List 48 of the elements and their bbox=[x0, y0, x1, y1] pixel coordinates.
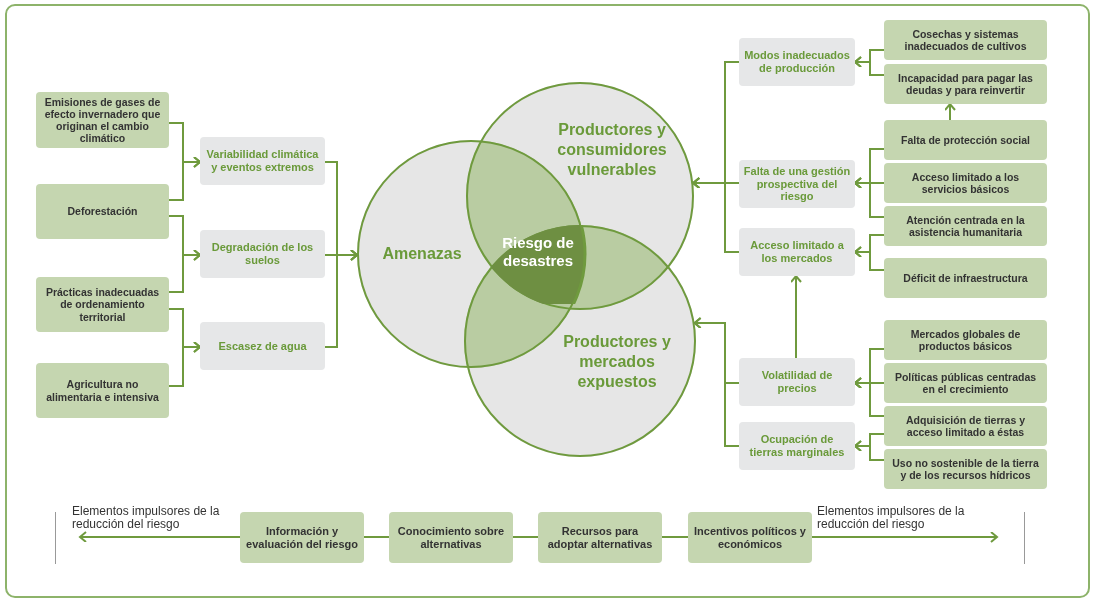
arrow bbox=[811, 531, 998, 543]
connector-line bbox=[363, 536, 390, 538]
factor-box: Ocupación de tierras marginales bbox=[739, 422, 855, 470]
circle-label: Productores y mercados expuestos bbox=[562, 332, 672, 392]
cause-box: Acceso limitado a los servicios básicos bbox=[884, 163, 1047, 203]
arrow bbox=[324, 249, 358, 348]
cause-box: Prácticas inadecuadas de ordenamiento territorial bbox=[36, 277, 169, 332]
factor-box: Volatilidad de precios bbox=[739, 358, 855, 406]
factor-box: Falta de una gestión prospectiva del riesgo bbox=[739, 160, 855, 208]
arrow bbox=[168, 156, 201, 201]
driver-box: Recursos para adoptar alternativas bbox=[538, 512, 662, 563]
arrow bbox=[692, 177, 740, 253]
factor-box: Degradación de los suelos bbox=[200, 230, 325, 278]
cause-box: Deforestación bbox=[36, 184, 169, 239]
arrow bbox=[790, 275, 802, 359]
cause-box: Incapacidad para pagar las deudas y para reinvertir bbox=[884, 64, 1047, 104]
arrow bbox=[854, 246, 885, 271]
arrow bbox=[944, 103, 956, 121]
cause-box: Déficit de infraestructura bbox=[884, 258, 1047, 298]
side-note: Elementos impulsores de la reducción del riesgo bbox=[817, 505, 1005, 539]
factor-box: Acceso limitado a los mercados bbox=[739, 228, 855, 276]
factor-box: Variabilidad climática y eventos extremos bbox=[200, 137, 325, 185]
cause-box: Atención centrada en la asistencia humanitaria bbox=[884, 206, 1047, 246]
circle-label: Productores y consumidores vulnerables bbox=[556, 120, 668, 180]
cause-box: Falta de protección social bbox=[884, 120, 1047, 160]
cause-box: Mercados globales de productos básicos bbox=[884, 320, 1047, 360]
arrow bbox=[854, 377, 885, 417]
arrow bbox=[168, 249, 201, 293]
cause-box: Cosechas y sistemas inadecuados de cultivos bbox=[884, 20, 1047, 60]
factor-box: Modos inadecuados de producción bbox=[739, 38, 855, 86]
cause-box: Agricultura no alimentaria e intensiva bbox=[36, 363, 169, 418]
driver-box: Información y evaluación del riesgo bbox=[240, 512, 364, 563]
connector-line bbox=[512, 536, 539, 538]
cause-box: Emisiones de gases de efecto invernadero que originan el cambio climático bbox=[36, 92, 169, 148]
arrow bbox=[854, 177, 885, 218]
cause-box: Uso no sostenible de la tierra y de los recursos hídricos bbox=[884, 449, 1047, 489]
cause-box: Políticas públicas centradas en el crecimiento bbox=[884, 363, 1047, 403]
arrow bbox=[79, 531, 241, 543]
arrow bbox=[168, 341, 201, 387]
arrow bbox=[693, 317, 740, 447]
connector-line bbox=[661, 536, 689, 538]
factor-box: Escasez de agua bbox=[200, 322, 325, 370]
circle-label: Amenazas bbox=[381, 244, 463, 264]
arrow bbox=[854, 440, 885, 461]
driver-box: Incentivos políticos y económicos bbox=[688, 512, 812, 563]
cause-box: Adquisición de tierras y acceso limitado a éstas bbox=[884, 406, 1047, 446]
driver-box: Conocimiento sobre alternativas bbox=[389, 512, 513, 563]
arrow bbox=[854, 56, 885, 76]
